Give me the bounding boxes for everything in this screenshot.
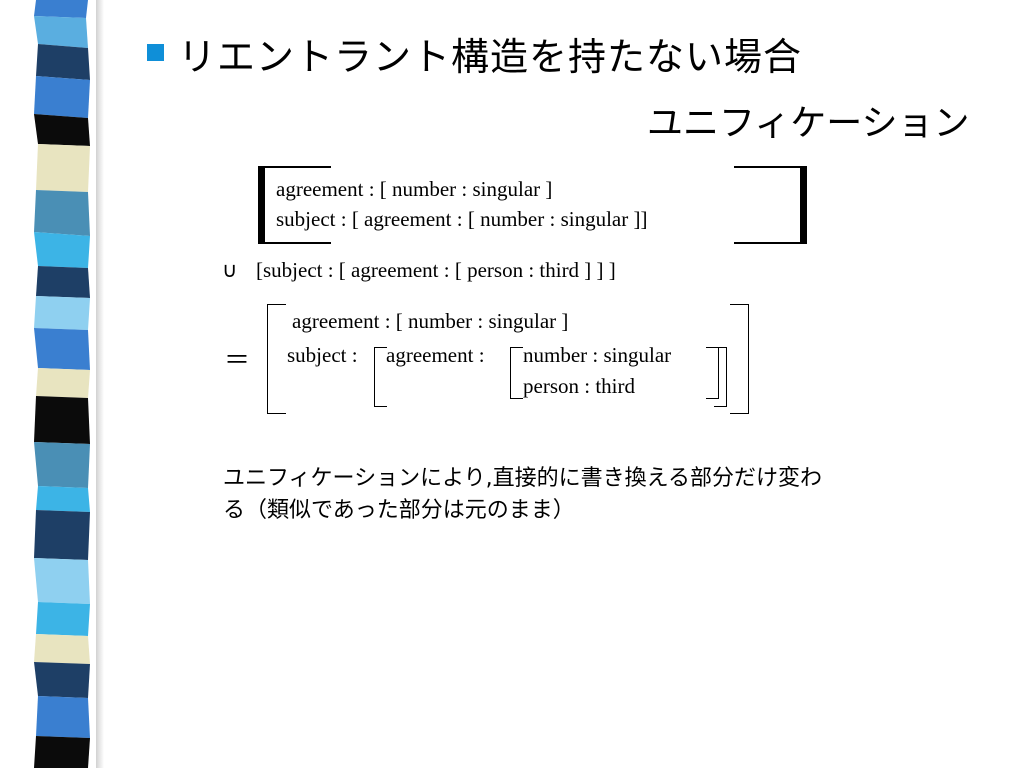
- title-bullet-icon: [147, 44, 164, 61]
- result-subject-left-bracket: [374, 347, 387, 407]
- note-line-2: る（類似であった部分は元のまま）: [223, 498, 575, 523]
- fs1-left-bracket: [258, 166, 331, 244]
- note-line-1: ユニフィケーションにより,直接的に書き換える部分だけ変わ: [223, 466, 823, 491]
- result-number-value: number : singular: [523, 343, 672, 367]
- slide-subtitle: ユニフィケーション: [647, 103, 970, 144]
- result-agreement-label: agreement :: [386, 343, 485, 367]
- result-agreement-right-bracket: [706, 347, 719, 399]
- result-outer-left-bracket: [267, 304, 286, 414]
- slide-title: リエントラント構造を持たない場合: [178, 35, 803, 79]
- result-agreement-left-bracket: [510, 347, 523, 399]
- equals-sign: ＝: [224, 346, 251, 376]
- result-agreement-line: agreement : [ number : singular ]: [292, 309, 569, 333]
- fs1-right-bracket: [734, 166, 807, 244]
- result-outer-right-bracket: [730, 304, 749, 414]
- result-subject-label: subject :: [287, 343, 358, 367]
- union-structure: [subject : [ agreement : [ person : thir…: [256, 258, 616, 282]
- result-subject-right-bracket: [714, 347, 727, 407]
- strip-shadow: [96, 0, 104, 768]
- union-symbol: ∪: [222, 258, 238, 282]
- decorative-stripe-band: [34, 0, 90, 768]
- result-person-value: person : third: [523, 374, 635, 398]
- fs1-line-1: agreement : [ number : singular ]: [276, 177, 553, 201]
- fs1-line-2: subject : [ agreement : [ number : singu…: [276, 207, 648, 231]
